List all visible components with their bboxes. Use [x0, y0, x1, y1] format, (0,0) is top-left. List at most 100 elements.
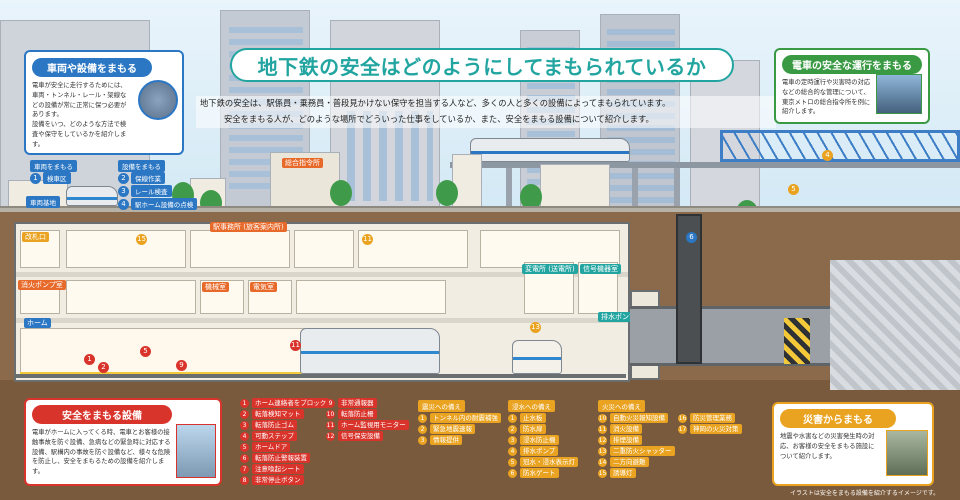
flood-item-number: 3 [508, 435, 517, 445]
fire-item-number: 11 [598, 424, 607, 434]
card-operation[interactable]: 電車の安全な運行をまもる 電車の定時運行や災害時の対応などの総合的な管理について… [774, 48, 930, 124]
control-room-photo [876, 74, 922, 114]
label-ticket: 改札口 [22, 232, 49, 243]
flood-head: 浸水への備え [508, 400, 555, 412]
room-station-office [190, 230, 290, 268]
worker-photo [138, 80, 178, 120]
fire-item-label: 自動火災報知設備 [610, 413, 668, 423]
card-disaster[interactable]: 災害からまもる 地震や水害などの災害発生時の対応、お客様の安全をまもる施設につい… [772, 402, 934, 486]
earthquake-item-number: 2 [418, 424, 427, 434]
marker: 2 [98, 362, 109, 373]
floor-slab-2 [16, 318, 628, 323]
facility-item[interactable]: 3 レール検査 [118, 185, 197, 197]
page-title: 地下鉄の安全はどのようにしてまもられているか [257, 54, 707, 79]
subway-train [300, 328, 440, 374]
station-entrance-right [540, 164, 610, 208]
card-vehicle-text-1: 電車が安全に走行するためには、車両・トンネル・レール・架線などの設備が常に正常に… [32, 82, 127, 119]
equipment-item-number: 1 [240, 398, 249, 408]
fire-item-number: 15 [598, 468, 607, 478]
elevated-track [450, 162, 960, 168]
depot-train [66, 186, 118, 206]
fire-item-label: 消火設備 [610, 424, 642, 434]
equipment-item-label: 転落検知マット [252, 409, 304, 419]
marker: 4 [822, 150, 833, 161]
fire-item-number: 14 [598, 457, 607, 467]
equipment-item-number: 2 [240, 409, 249, 419]
card-vehicle-text-2: 設備をいつ、どのような方法で検査や保守をしているかを紹介します。 [32, 121, 127, 148]
vertical-shaft [676, 214, 702, 364]
marker: 9 [176, 360, 187, 371]
vehicle-item-number: 1 [30, 172, 41, 184]
depot-label: 車両基地 [26, 196, 60, 208]
fire-item-number: 12 [598, 435, 607, 445]
equipment-item-number: 5 [240, 442, 249, 452]
equipment-item-number: 8 [240, 475, 249, 485]
flood-item-label: 防水扉 [520, 424, 546, 434]
fire-item-label: 二方向避難 [610, 457, 649, 467]
flood-item-number: 1 [508, 413, 517, 423]
vehicle-item-label: 検車区 [43, 172, 71, 184]
card-disaster-text: 地震や水害などの災害発生時の対応、お客様の安全をまもる施設について紹介します。 [780, 433, 875, 460]
card-equipment-title: 安全をまもる設備 [32, 405, 172, 424]
room-concourse-c [480, 230, 620, 268]
label-station-office: 駅事務所 (旅客案内所) [210, 222, 287, 233]
card-vehicle[interactable]: 車両や設備をまもる 電車が安全に走行するためには、車両・トンネル・レール・架線な… [24, 50, 184, 155]
earthquake-head: 震災への備え [418, 400, 465, 412]
facility-item[interactable]: 4 駅ホーム設備の点検 [118, 198, 198, 210]
facility-item[interactable]: 2 保線作業 [118, 172, 197, 184]
track [16, 374, 626, 378]
vehicle-item-1[interactable]: 1 検車区 [30, 172, 71, 184]
tree [520, 184, 542, 210]
intro-line-1: 地下鉄の安全は、駅係員・乗務員・普段見かけない保守を担当する人など、多くの人と多… [200, 98, 671, 108]
label-control-room: 電気室 [250, 282, 277, 293]
flood-item-number: 2 [508, 424, 517, 434]
facility-item-label: 保線作業 [131, 172, 165, 184]
equipment-item-label: 非常通報器 [338, 398, 377, 408]
flood-item-label: 冠水・浸水表示灯 [520, 457, 578, 467]
card-equipment[interactable]: 安全をまもる設備 電車がホームに入ってくる時、電車とお客様の接触事故を防ぐ設備、… [24, 398, 222, 486]
platform-door-photo [176, 424, 216, 478]
facility-item-label: レール検査 [131, 185, 172, 197]
equipment-item-label: ホーム連絡者をブロック [252, 398, 330, 408]
label-signal-room: 信号機器室 [580, 264, 621, 275]
facility-item-number: 4 [118, 198, 129, 210]
equipment-item-number: 12 [326, 431, 335, 441]
room-gates [294, 230, 354, 268]
fire-item-number: 13 [598, 446, 607, 456]
facility-list: 2 保線作業 3 レール検査 4 駅ホーム設備の点検 [118, 172, 198, 210]
equipment-item-label: 非常停止ボタン [252, 475, 304, 485]
facility-item-number: 3 [118, 185, 129, 197]
card-operation-text: 電車の定時運行や災害時の対応などの総合的な管理について、東京メトロの総合指令所を… [782, 79, 871, 116]
